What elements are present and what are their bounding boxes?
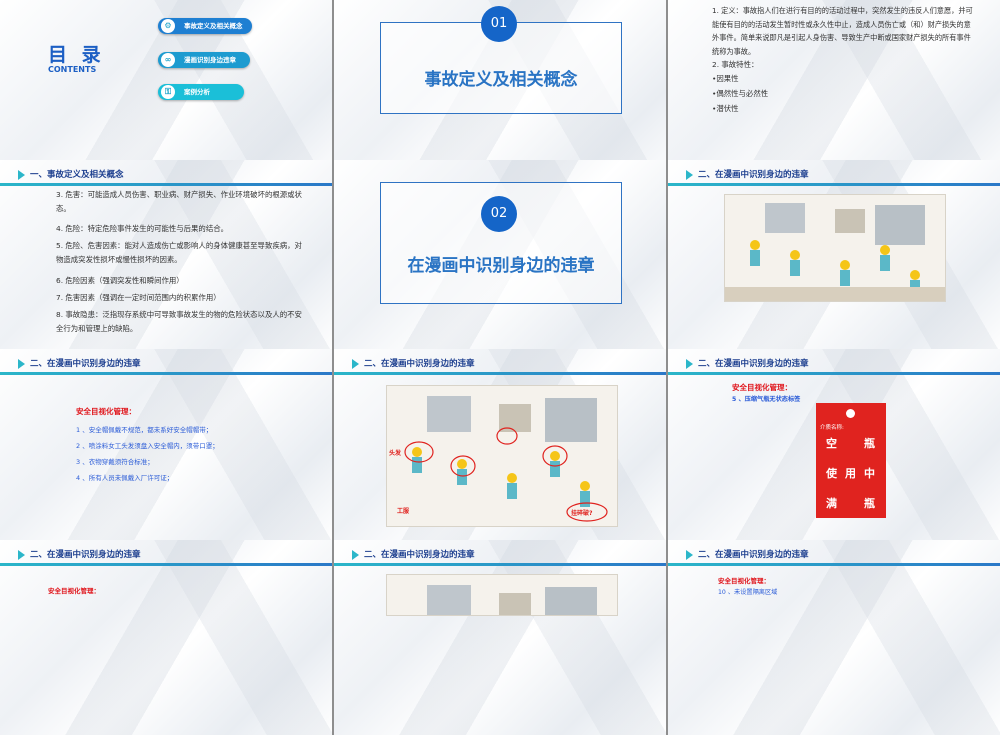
- slide-gas-cylinder[interactable]: 二、在漫画中识别身边的违章 安全目视化管理： 5 、压缩气瓶无状态标签 介质名称…: [668, 349, 1000, 544]
- visual-mgmt-heading: 安全目视化管理：: [718, 577, 770, 585]
- slide-visual-mgmt-3[interactable]: 二、在漫画中识别身边的违章 安全目视化管理： 10 、未设置隔离区域: [668, 540, 1000, 735]
- violation-10: 10 、未设置隔离区域: [718, 589, 778, 596]
- visual-mgmt-heading: 安全目视化管理：: [732, 383, 792, 392]
- slide-section-02[interactable]: 在漫画中识别身边的违章 02: [334, 160, 666, 355]
- concept-7: 7. 危害因素（强调在一定时间范围内的积累作用）: [56, 293, 221, 302]
- slide-header: 二、在漫画中识别身边的违章: [0, 546, 332, 566]
- chain-icon: ∞: [161, 53, 175, 67]
- label-uniform: 工服: [397, 508, 410, 515]
- slide-header: 二、在漫画中识别身边的违章: [0, 355, 332, 375]
- triangle-icon: [352, 359, 359, 369]
- cylinder-status-tag: 介质名称: 空 瓶 使 用 中 满 瓶: [816, 403, 886, 518]
- slide-toc[interactable]: 目 录 CONTENTS ⚙事故定义及相关概念 ∞漫画识别身边违章 ⚿案例分析: [0, 0, 332, 195]
- triangle-icon: [18, 359, 25, 369]
- visual-mgmt-heading: 安全目视化管理：: [48, 587, 100, 595]
- trait-3: •潜伏性: [712, 104, 739, 113]
- toc-item-1[interactable]: ⚙事故定义及相关概念: [158, 18, 252, 34]
- violation-1: 1 、安全帽佩戴不规范，都未系好安全帽帽带；: [76, 426, 213, 434]
- violation-3: 3 、衣物穿戴须符合标准；: [76, 458, 154, 466]
- slide-comic-1[interactable]: 二、在漫画中识别身边的违章: [668, 160, 1000, 355]
- triangle-icon: [18, 550, 25, 560]
- toc-item-2[interactable]: ∞漫画识别身边违章: [158, 52, 250, 68]
- visual-mgmt-heading: 安全目视化管理：: [76, 407, 136, 416]
- toc-item-3[interactable]: ⚿案例分析: [158, 84, 244, 100]
- slide-comic-2[interactable]: 二、在漫画中识别身边的违章: [334, 540, 666, 735]
- concept-6: 6. 危险因素（强调突发性和瞬间作用）: [56, 276, 184, 285]
- section-title: 在漫画中识别身边的违章: [407, 256, 595, 276]
- label-hair: 头发: [389, 450, 402, 457]
- triangle-icon: [686, 359, 693, 369]
- concept-4: 4. 危险：特定危险事件发生的可能性与后果的结合。: [56, 224, 228, 233]
- toc-subtitle: CONTENTS: [48, 65, 97, 74]
- slide-visual-mgmt-2[interactable]: 二、在漫画中识别身边的违章 安全目视化管理：: [0, 540, 332, 735]
- slide-header: 二、在漫画中识别身边的违章: [668, 546, 1000, 566]
- section-title: 事故定义及相关概念: [424, 70, 578, 90]
- violation-5: 5 、压缩气瓶无状态标签: [732, 396, 801, 403]
- slide-concepts[interactable]: 一、事故定义及相关概念 3. 危害：可能造成人员伤害、职业病、财产损失、作业环境…: [0, 160, 332, 355]
- workshop-comic-annotated: 头发 工服 挂碎破?: [386, 385, 618, 527]
- triangle-icon: [686, 170, 693, 180]
- tag-hole: [846, 409, 855, 418]
- section-number: 01: [481, 6, 517, 42]
- gear-icon: ⚙: [161, 19, 175, 33]
- slide-visual-mgmt-1[interactable]: 二、在漫画中识别身边的违章 安全目视化管理： 1 、安全帽佩戴不规范，都未系好安…: [0, 349, 332, 544]
- slide-header: 二、在漫画中识别身边的违章: [334, 355, 666, 375]
- concept-5: 5. 危险、危害因素：能对人造成伤亡或影响人的身体健康甚至导致疾病，对物造成突发…: [56, 241, 302, 264]
- section-number: 02: [481, 196, 517, 232]
- triangle-icon: [352, 550, 359, 560]
- label-question: 挂碎破?: [571, 510, 593, 517]
- slide-header: 二、在漫画中识别身边的违章: [668, 166, 1000, 186]
- traits-heading: 2. 事故特性：: [712, 60, 759, 69]
- triangle-icon: [18, 170, 25, 180]
- definition-para: 1. 定义：事故指人们在进行有目的的活动过程中，突然发生的违反人们意愿，并可能使…: [712, 6, 973, 56]
- violation-4: 4 、所有人员未佩戴入厂许可证；: [76, 474, 174, 482]
- trait-1: •因果性: [712, 74, 739, 83]
- toc-title: 目 录: [48, 44, 105, 66]
- violation-2: 2 、喷涂料女工头发须盘入安全帽内，须带口罩；: [76, 442, 219, 450]
- workshop-comic: [724, 194, 946, 302]
- tag-medium-label: 介质名称:: [820, 425, 844, 431]
- concept-8: 8. 事故隐患：泛指现存系统中可导致事故发生的物的危险状态以及人的不安全行为和管…: [56, 310, 302, 333]
- slide-header: 二、在漫画中识别身边的违章: [668, 355, 1000, 375]
- workshop-comic: [386, 574, 618, 616]
- triangle-icon: [686, 550, 693, 560]
- trait-2: •偶然性与必然性: [712, 89, 769, 98]
- concept-3: 3. 危害：可能造成人员伤害、职业病、财产损失、作业环境破坏的根源或状态。: [56, 190, 302, 213]
- slide-header: 一、事故定义及相关概念: [0, 166, 332, 186]
- slide-header: 二、在漫画中识别身边的违章: [334, 546, 666, 566]
- lock-icon: ⚿: [161, 85, 175, 99]
- slide-comic-annotated[interactable]: 二、在漫画中识别身边的违章 头发 工服 挂碎破?: [334, 349, 666, 544]
